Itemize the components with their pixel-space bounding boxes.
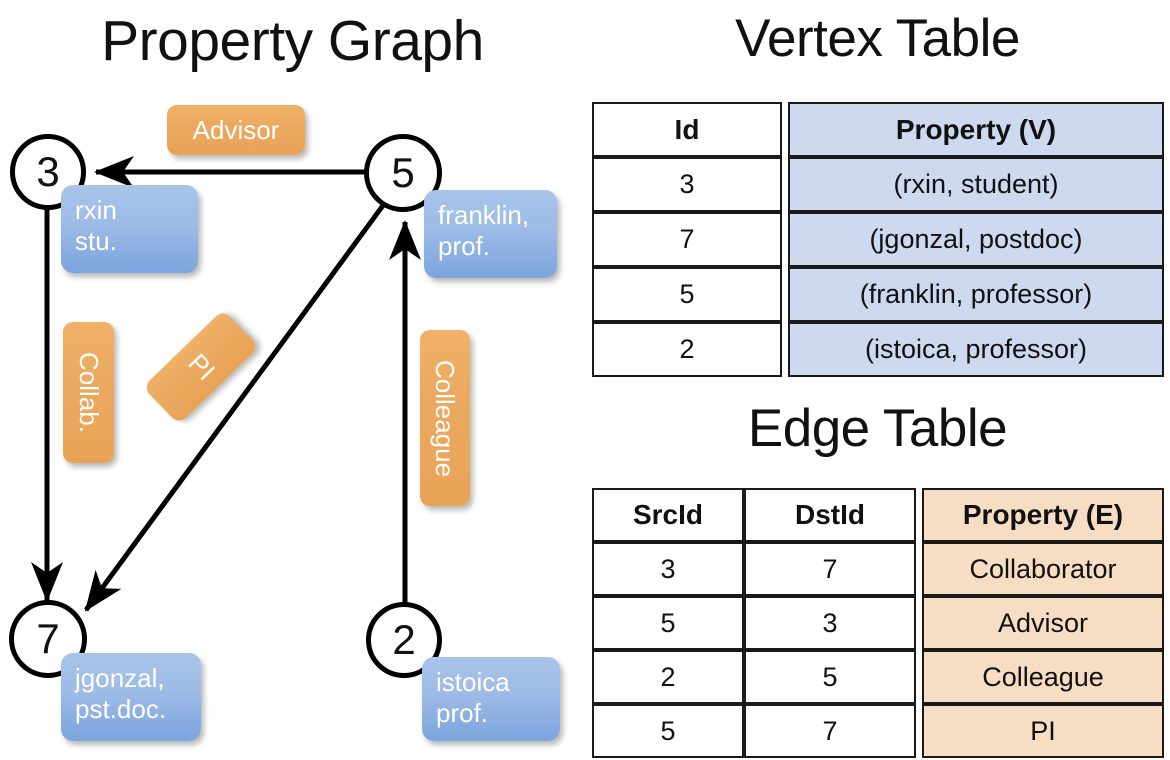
- vertex-property-rxin-line1: rxin: [75, 195, 117, 225]
- edge-label-collab-text: Collab.: [74, 352, 104, 433]
- edge-label-advisor-text: Advisor: [192, 114, 280, 145]
- vertex-node-2-label: 2: [392, 616, 416, 663]
- vertex-node-3-label: 3: [36, 148, 60, 195]
- table-row[interactable]: 3 7 Collaborator: [592, 542, 1164, 596]
- table-row[interactable]: 7 (jgonzal, postdoc): [592, 212, 1164, 267]
- edge-label-pi-text: PI: [182, 347, 221, 386]
- table-row[interactable]: 2 5 Colleague: [592, 650, 1164, 704]
- table-row[interactable]: 5 (franklin, professor): [592, 267, 1164, 322]
- vertex-table-column-gap: [782, 267, 788, 322]
- edge-table-cell-dstid: 3: [744, 596, 916, 650]
- edge-label-collab: Collab.: [63, 322, 114, 463]
- edge-table-cell-srcid: 5: [592, 704, 744, 758]
- edge-table-header-row: SrcId DstId Property (E): [592, 488, 1164, 542]
- vertex-property-jgonzal-line1: jgonzal,: [75, 663, 165, 693]
- vertex-property-franklin-line1: franklin,: [438, 200, 530, 230]
- vertex-table-cell-id: 7: [592, 212, 782, 267]
- table-row[interactable]: 2 (istoica, professor): [592, 322, 1164, 377]
- vertex-property-rxin-line2: stu.: [75, 225, 117, 256]
- table-row[interactable]: 3 (rxin, student): [592, 157, 1164, 212]
- property-graph-diagram: 3 5 7 2 rxin stu. franklin, prof. jgonza…: [9, 105, 560, 741]
- edge-table-cell-srcid: 5: [592, 596, 744, 650]
- edge-table-cell-property: Colleague: [922, 650, 1164, 704]
- vertex-property-box-jgonzal: jgonzal, pst.doc.: [61, 653, 201, 741]
- vertex-table-header-property: Property (V): [788, 102, 1164, 157]
- vertex-table: Id Property (V) 3 (rxin, student) 7 (jgo…: [592, 102, 1164, 377]
- vertex-table-cell-property: (franklin, professor): [788, 267, 1164, 322]
- vertex-table-column-gap: [782, 322, 788, 377]
- edge-arrow-pi: [83, 198, 390, 612]
- edge-table-column-gap: [916, 650, 922, 704]
- edge-table-cell-dstid: 5: [744, 650, 916, 704]
- edge-table-column-gap: [916, 596, 922, 650]
- table-row[interactable]: 5 3 Advisor: [592, 596, 1164, 650]
- vertex-table-cell-id: 2: [592, 322, 782, 377]
- vertex-table-cell-id: 5: [592, 267, 782, 322]
- vertex-table-column-gap: [782, 212, 788, 267]
- vertex-property-istoica-line2: prof.: [436, 697, 489, 728]
- vertex-table-cell-id: 3: [592, 157, 782, 212]
- edge-table-cell-srcid: 2: [592, 650, 744, 704]
- vertex-property-box-franklin: franklin, prof.: [424, 190, 557, 278]
- vertex-node-7-label: 7: [36, 615, 60, 662]
- edge-table-header-dstid: DstId: [744, 488, 916, 542]
- edge-table-cell-srcid: 3: [592, 542, 744, 596]
- vertex-node-2[interactable]: 2: [366, 602, 442, 678]
- edge-table-column-gap: [916, 704, 922, 758]
- table-row[interactable]: 5 7 PI: [592, 704, 1164, 758]
- vertex-table-header-id: Id: [592, 102, 782, 157]
- vertex-property-jgonzal-line2: pst.doc.: [75, 693, 167, 724]
- edge-table-cell-property: PI: [922, 704, 1164, 758]
- edge-table-header-property: Property (E): [922, 488, 1164, 542]
- edge-label-colleague: Colleague: [420, 330, 470, 506]
- edge-table-cell-dstid: 7: [744, 704, 916, 758]
- vertex-table-header-row: Id Property (V): [592, 102, 1164, 157]
- edge-table-header-srcid: SrcId: [592, 488, 744, 542]
- vertex-table-cell-property: (istoica, professor): [788, 322, 1164, 377]
- edge-table-cell-property: Advisor: [922, 596, 1164, 650]
- vertex-property-istoica-line1: istoica: [436, 667, 510, 697]
- edge-table-cell-property: Collaborator: [922, 542, 1164, 596]
- edge-table-column-gap: [916, 488, 922, 542]
- page-title-property-graph: Property Graph: [101, 9, 484, 73]
- vertex-node-5[interactable]: 5: [364, 134, 442, 212]
- edge-table: SrcId DstId Property (E) 3 7 Collaborato…: [592, 488, 1164, 758]
- vertex-property-box-istoica: istoica prof.: [422, 657, 560, 741]
- edge-table-column-gap: [916, 542, 922, 596]
- vertex-table-cell-property: (jgonzal, postdoc): [788, 212, 1164, 267]
- edge-label-advisor: Advisor: [167, 105, 305, 155]
- vertex-node-5-label: 5: [391, 149, 415, 196]
- vertex-table-column-gap: [782, 157, 788, 212]
- edge-label-colleague-text: Colleague: [430, 359, 461, 477]
- vertex-table-cell-property: (rxin, student): [788, 157, 1164, 212]
- vertex-property-franklin-line2: prof.: [438, 230, 491, 261]
- edge-table-cell-dstid: 7: [744, 542, 916, 596]
- page-title-vertex-table: Vertex Table: [735, 9, 1020, 68]
- page-title-edge-table: Edge Table: [747, 399, 1008, 458]
- vertex-table-column-gap: [782, 102, 788, 157]
- vertex-property-box-rxin: rxin stu.: [61, 185, 198, 273]
- graph-edges-layer: [31, 156, 421, 612]
